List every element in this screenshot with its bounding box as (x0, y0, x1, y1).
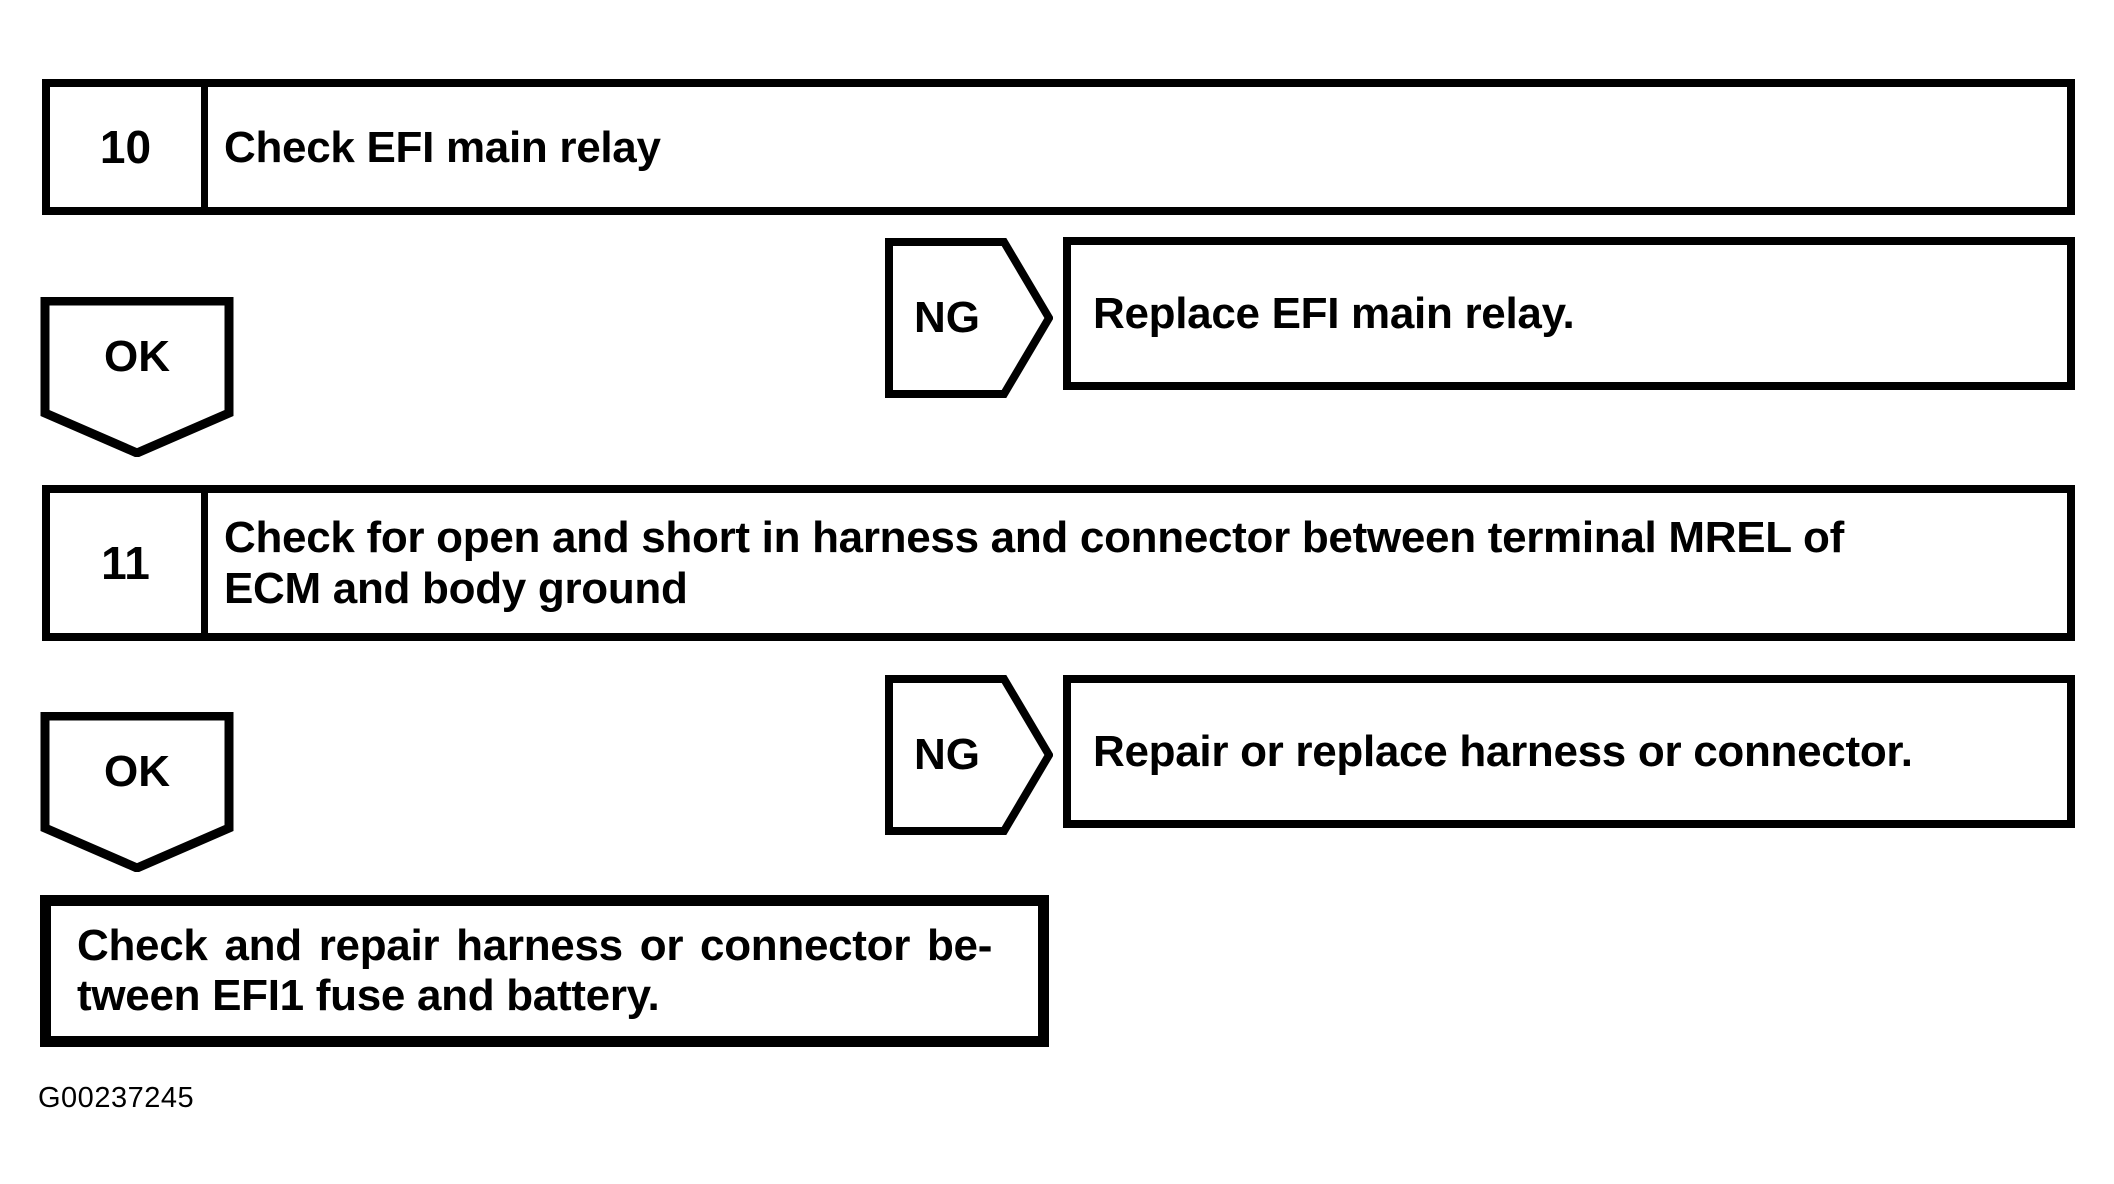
action-repair-harness-text: Repair or replace harness or connector. (1093, 726, 1913, 776)
ok-label-1: OK (104, 332, 170, 381)
action-box-repair-harness: Repair or replace harness or connector. (1063, 675, 2075, 828)
ng-label-1: NG (914, 293, 980, 342)
step-10-box: 10 Check EFI main relay (42, 79, 2075, 215)
step-10-number: 10 (50, 87, 208, 207)
ng-arrow-right-shape (885, 675, 1053, 835)
result-line-2: tween EFI1 fuse and battery. (77, 971, 660, 1020)
ng-arrow-right-shape (885, 238, 1053, 398)
ok-connector-2: OK (40, 712, 234, 872)
figure-code: G00237245 (38, 1082, 195, 1114)
step-11-number: 11 (50, 493, 208, 633)
step-11-title-line-2: ECM and body ground (224, 564, 688, 613)
result-box-check-efi1-fuse: Check and repair harness or connector be… (40, 895, 1049, 1047)
ok-arrow-down-shape (40, 297, 234, 457)
ok-arrow-down-shape (40, 712, 234, 872)
action-box-replace-relay: Replace EFI main relay. (1063, 237, 2075, 390)
step-11-box: 11 Check for open and short in harness a… (42, 485, 2075, 641)
ng-label-2: NG (914, 730, 980, 779)
ng-connector-2: NG (885, 675, 1053, 835)
step-10-title: Check EFI main relay (224, 122, 661, 172)
ng-connector-1: NG (885, 238, 1053, 398)
ok-connector-1: OK (40, 297, 234, 457)
ok-label-2: OK (104, 747, 170, 796)
result-line-1: Check and repair harness or connector be… (77, 921, 993, 970)
step-11-title-line-1: Check for open and short in harness and … (224, 513, 1844, 562)
action-replace-relay-text: Replace EFI main relay. (1093, 288, 1575, 338)
